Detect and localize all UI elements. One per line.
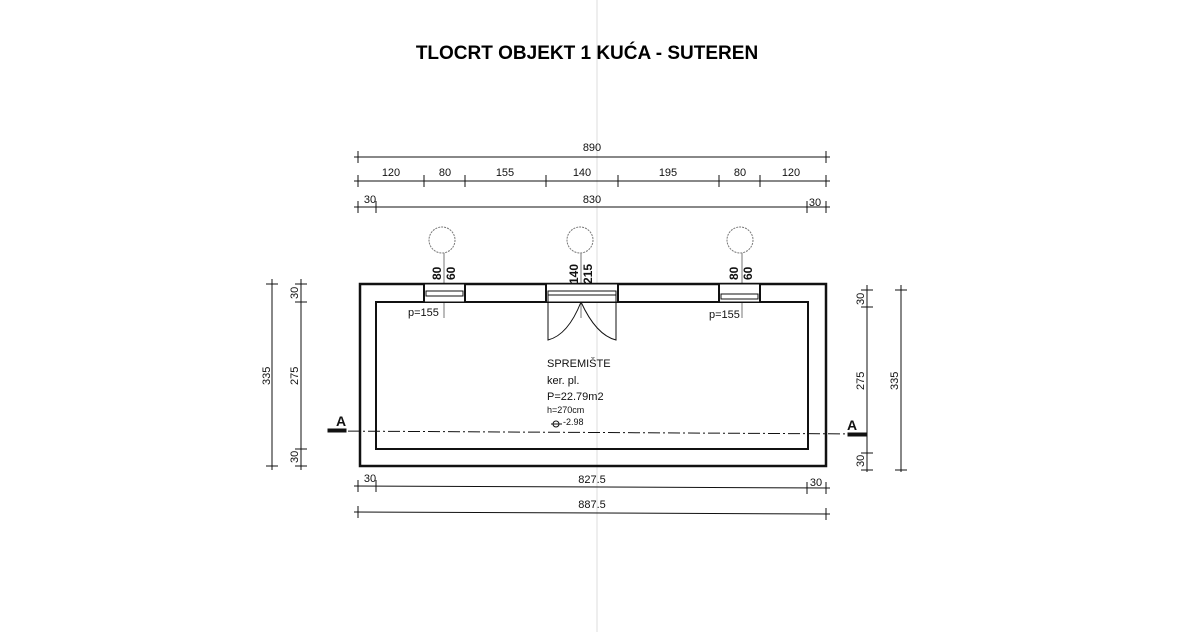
- dim-bottom-inner: 827.5: [578, 474, 606, 486]
- window-1: [425, 290, 464, 297]
- dim-right-top: 30: [855, 293, 867, 305]
- dim-seg: 140: [573, 167, 591, 179]
- door-width: 140: [567, 264, 581, 284]
- dim-seg: 195: [659, 167, 677, 179]
- walls: [358, 282, 828, 468]
- dim-bottom-left-wall: 30: [364, 473, 376, 485]
- room-height: h=270cm: [547, 405, 584, 415]
- room-area: P=22.79m2: [547, 391, 604, 403]
- dim-right-total: 335: [889, 372, 901, 390]
- dim-top-right-wall: 30: [809, 197, 821, 209]
- dim-left-top: 30: [289, 287, 301, 299]
- window-2-parapet: p=155: [709, 309, 740, 321]
- door-leaf-left: [547, 295, 582, 341]
- dim-top-left-wall: 30: [364, 194, 376, 206]
- window-1-height: 60: [444, 266, 458, 280]
- door-height: 215: [581, 264, 595, 284]
- opening-markers: 80 60 140 215 80 60: [428, 226, 755, 318]
- dim-top-total: 890: [583, 142, 601, 154]
- room-name: SPREMIŠTE: [547, 357, 611, 370]
- section-line: A A: [327, 413, 867, 437]
- door-frame: [547, 290, 617, 296]
- window-1-width: 80: [430, 266, 444, 280]
- left-dimensions: 335 30 275 30: [261, 279, 307, 470]
- dim-seg: 120: [382, 167, 400, 179]
- dim-right-middle: 275: [855, 372, 867, 390]
- section-mark-left: A: [336, 413, 346, 429]
- window-2-height: 60: [741, 266, 755, 280]
- dim-left-total: 335: [261, 367, 273, 385]
- section-mark-right: A: [847, 417, 857, 433]
- dim-seg: 120: [782, 167, 800, 179]
- dim-bottom-right-wall: 30: [810, 477, 822, 489]
- dim-top-inner: 830: [583, 194, 601, 206]
- right-dimensions: 30 275 30 335: [855, 285, 907, 472]
- window-2: [720, 293, 759, 300]
- dim-seg: 80: [734, 167, 746, 179]
- bottom-dimensions: 30 827.5 30 887.5: [353, 473, 831, 520]
- dim-left-middle: 275: [289, 367, 301, 385]
- dim-left-bottom: 30: [289, 451, 301, 463]
- room-floor: ker. pl.: [547, 375, 579, 387]
- door-leaf-right: [580, 295, 617, 341]
- dim-right-bottom: 30: [855, 455, 867, 467]
- dim-seg: 80: [439, 167, 451, 179]
- window-2-width: 80: [727, 266, 741, 280]
- window-1-parapet: p=155: [408, 307, 439, 319]
- room-label: SPREMIŠTE ker. pl. P=22.79m2 h=270cm -2.…: [547, 357, 611, 428]
- plan-title: TLOCRT OBJEKT 1 KUĆA - SUTEREN: [416, 42, 758, 64]
- dim-bottom-total: 887.5: [578, 499, 606, 511]
- top-dimensions: 890 120 80 155 140 195 80 120 30 830 30: [354, 142, 830, 213]
- dim-seg: 155: [496, 167, 514, 179]
- room-level: -2.98: [563, 417, 584, 427]
